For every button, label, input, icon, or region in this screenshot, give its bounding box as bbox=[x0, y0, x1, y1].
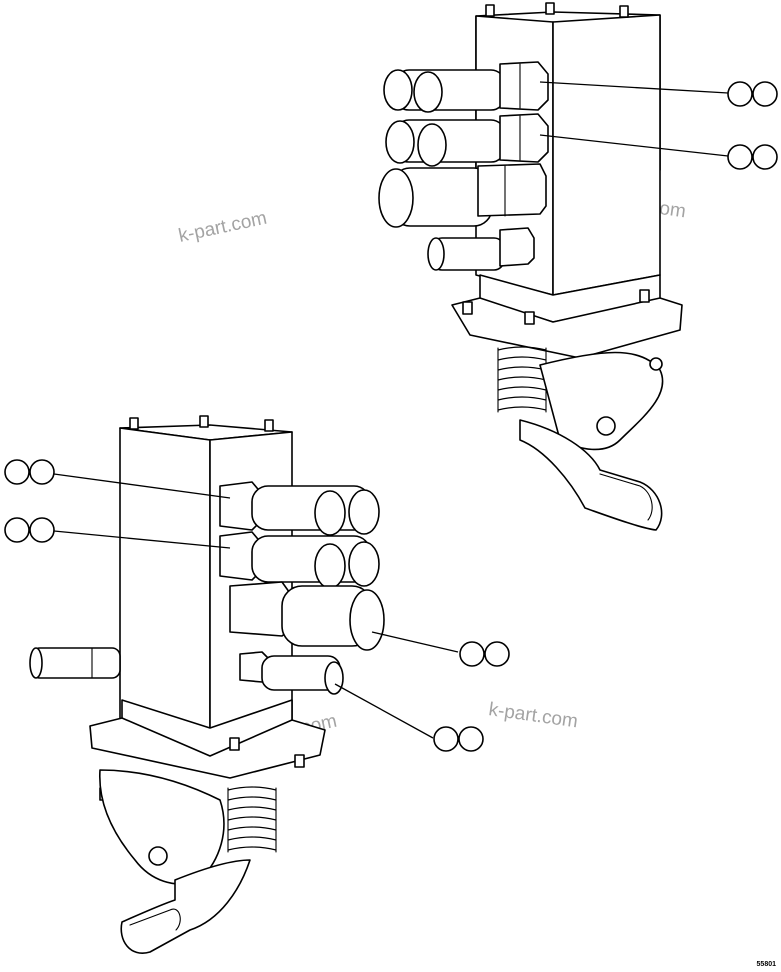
stud bbox=[545, 2, 555, 15]
cartridge-ll-3 bbox=[229, 581, 385, 651]
upper-right-valve bbox=[378, 2, 778, 531]
cartridge-ur-3 bbox=[378, 163, 547, 228]
callout-ll-1[interactable] bbox=[4, 459, 55, 485]
stud bbox=[129, 417, 139, 430]
stud bbox=[264, 419, 274, 432]
bolt bbox=[639, 289, 650, 303]
stud bbox=[619, 5, 629, 18]
leader-line bbox=[53, 530, 231, 549]
leader-line bbox=[371, 631, 459, 653]
mounting-flange bbox=[451, 297, 683, 359]
pivot-pin bbox=[148, 846, 168, 866]
leader-line bbox=[334, 683, 434, 739]
spring-ll bbox=[227, 786, 277, 853]
bolt bbox=[524, 311, 535, 325]
pedal-lever bbox=[519, 419, 663, 531]
cartridge-ur-2 bbox=[385, 113, 549, 167]
spring-ur bbox=[497, 346, 547, 413]
cartridge-ur-1 bbox=[383, 61, 549, 113]
plug-ur bbox=[427, 227, 535, 271]
bolt bbox=[294, 754, 305, 768]
handle-ll-left bbox=[29, 647, 121, 679]
callout-ll-4[interactable] bbox=[433, 726, 484, 752]
callout-ll-2[interactable] bbox=[4, 517, 55, 543]
leader-line bbox=[53, 473, 231, 499]
cartridge-ll-2 bbox=[219, 531, 380, 589]
mounting-flange bbox=[89, 717, 326, 779]
pivot-pin bbox=[649, 357, 663, 371]
valve-body-side bbox=[552, 14, 661, 296]
pedal-lever bbox=[120, 859, 251, 954]
watermark-text: k-part.com bbox=[487, 699, 579, 732]
callout-ur-2[interactable] bbox=[727, 144, 778, 170]
figure-number: 55801 bbox=[757, 961, 777, 968]
valve-body-front bbox=[119, 427, 211, 751]
callout-ur-1[interactable] bbox=[727, 81, 778, 107]
stud bbox=[485, 4, 495, 17]
leader-line bbox=[539, 134, 729, 157]
callout-ll-3[interactable] bbox=[459, 641, 510, 667]
bolt bbox=[462, 301, 473, 315]
bolt bbox=[229, 737, 240, 751]
stud bbox=[199, 415, 209, 428]
lower-left-valve bbox=[4, 415, 510, 954]
watermark-text: k-part.com bbox=[177, 208, 269, 247]
leader-line bbox=[539, 81, 729, 94]
pedal-bracket bbox=[539, 351, 664, 451]
pedal-bracket bbox=[99, 769, 225, 885]
pivot-pin bbox=[596, 416, 616, 436]
cartridge-ll-1 bbox=[219, 481, 380, 536]
